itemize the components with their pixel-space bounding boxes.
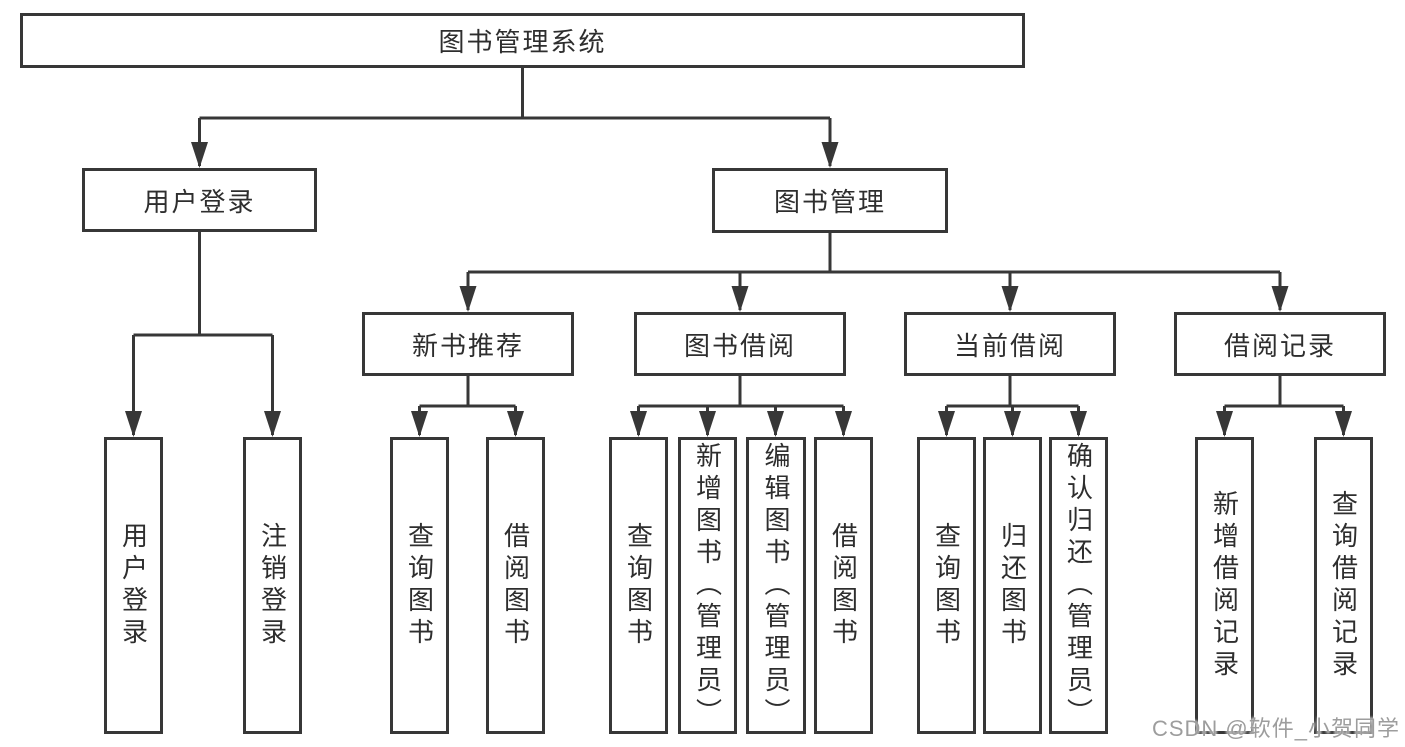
arrowhead (630, 411, 647, 437)
arrowhead-group (125, 142, 1352, 437)
leaf-logout: 注销登录 (243, 437, 302, 734)
arrowhead (1216, 411, 1233, 437)
arrowhead (411, 411, 428, 437)
leaf-cb-query-books: 查询图书 (917, 437, 976, 734)
leaf-cb-return-books: 归还图书 (983, 437, 1042, 734)
node-current-borrowing: 当前借阅 (904, 312, 1116, 376)
arrowhead (264, 411, 281, 437)
leaf-nbr-query-books: 查询图书 (390, 437, 449, 734)
leaf-bb-add-books-admin: 新增图书（管理员） (678, 437, 737, 734)
arrowhead (821, 142, 839, 168)
node-book-management: 图书管理 (712, 168, 948, 233)
leaf-bb-query-books: 查询图书 (609, 437, 668, 734)
arrowhead (1004, 411, 1021, 437)
leaf-br-add-record: 新增借阅记录 (1195, 437, 1254, 734)
arrowhead (1070, 411, 1087, 437)
arrowhead (1001, 286, 1019, 312)
arrowhead (459, 286, 477, 312)
arrowhead (767, 411, 784, 437)
node-borrowing-records: 借阅记录 (1174, 312, 1386, 376)
node-user-login: 用户登录 (82, 168, 317, 232)
arrowhead (1271, 286, 1289, 312)
arrowhead (1335, 411, 1352, 437)
node-book-borrowing: 图书借阅 (634, 312, 846, 376)
arrowhead (191, 142, 208, 168)
leaf-br-query-record: 查询借阅记录 (1314, 437, 1373, 734)
watermark: CSDN @软件_小贺同学 (1151, 716, 1400, 741)
arrowhead (938, 411, 955, 437)
arrowhead (835, 411, 852, 437)
arrowhead (125, 411, 142, 437)
leaf-nbr-borrow-books: 借阅图书 (486, 437, 545, 734)
node-root: 图书管理系统 (20, 13, 1025, 68)
leaf-bb-edit-books-admin: 编辑图书（管理员） (746, 437, 806, 734)
node-new-book-recommend: 新书推荐 (362, 312, 574, 376)
leaf-user-login: 用户登录 (104, 437, 163, 734)
arrowhead (507, 411, 524, 437)
leaf-bb-borrow-books: 借阅图书 (814, 437, 873, 734)
leaf-cb-confirm-return-admin: 确认归还（管理员） (1049, 437, 1108, 734)
arrowhead (731, 286, 749, 312)
arrowhead (699, 411, 716, 437)
